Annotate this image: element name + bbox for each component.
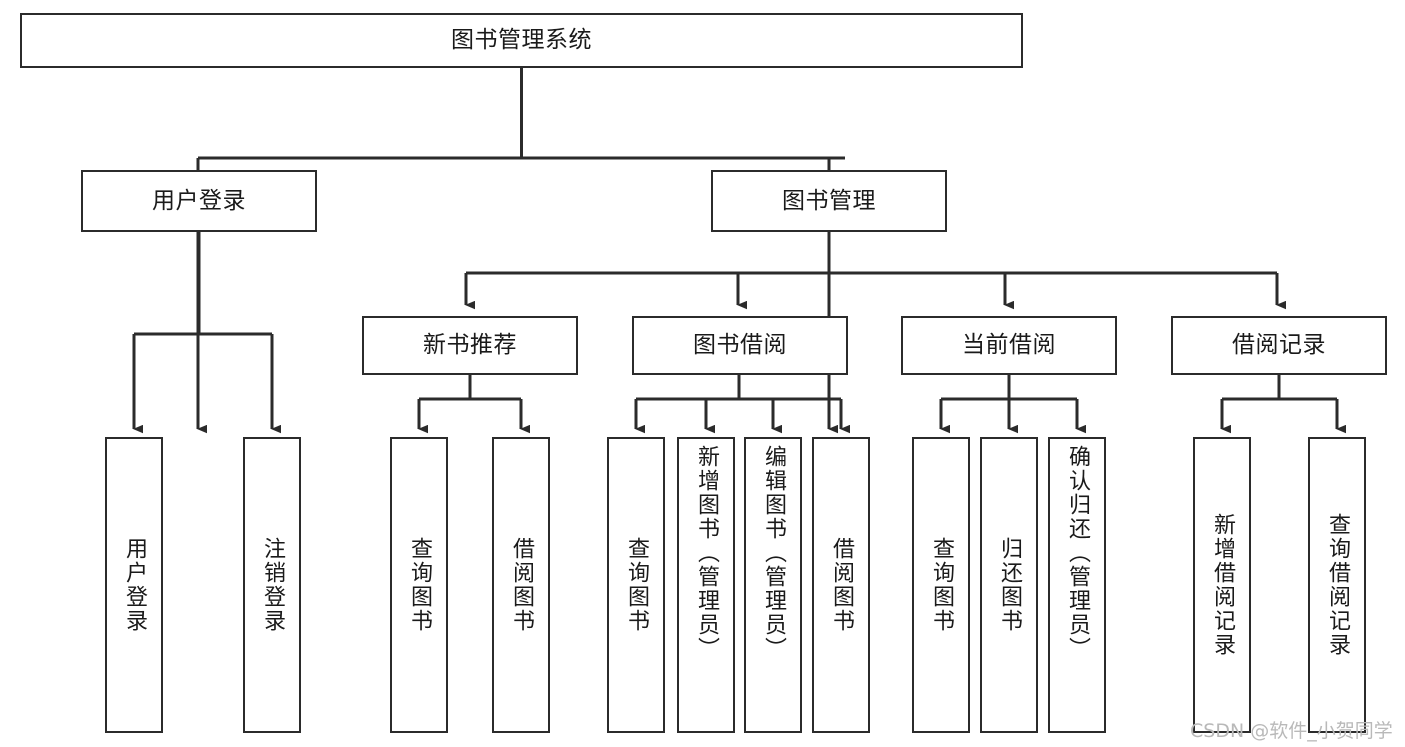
node-new-book-recommend[interactable]: 新书推荐 xyxy=(362,316,578,375)
node-leaf-borrow-book-1[interactable]: 借阅图书 xyxy=(492,437,550,733)
node-leaf-confirm-return[interactable]: 确认归还（管理员） xyxy=(1048,437,1106,733)
node-leaf-add-book-label: 新增图书（管理员） xyxy=(694,445,719,661)
node-borrow-record-label: 借阅记录 xyxy=(1232,332,1326,359)
node-book-borrow[interactable]: 图书借阅 xyxy=(632,316,848,375)
node-leaf-user-logout[interactable]: 注销登录 xyxy=(243,437,301,733)
node-leaf-user-login[interactable]: 用户登录 xyxy=(105,437,163,733)
node-leaf-return-book[interactable]: 归还图书 xyxy=(980,437,1038,733)
node-leaf-add-book[interactable]: 新增图书（管理员） xyxy=(677,437,735,733)
node-leaf-query-book-1-label: 查询图书 xyxy=(407,537,432,633)
node-user-login-label: 用户登录 xyxy=(152,187,246,214)
node-leaf-user-logout-label: 注销登录 xyxy=(260,537,285,633)
node-leaf-add-record[interactable]: 新增借阅记录 xyxy=(1193,437,1251,733)
node-root-system-label: 图书管理系统 xyxy=(451,27,592,54)
node-leaf-borrow-book-2[interactable]: 借阅图书 xyxy=(812,437,870,733)
node-leaf-query-record[interactable]: 查询借阅记录 xyxy=(1308,437,1366,733)
node-leaf-user-login-label: 用户登录 xyxy=(122,537,147,633)
node-leaf-borrow-book-2-label: 借阅图书 xyxy=(829,537,854,633)
node-leaf-query-book-3[interactable]: 查询图书 xyxy=(912,437,970,733)
node-leaf-query-book-1[interactable]: 查询图书 xyxy=(390,437,448,733)
node-leaf-edit-book-label: 编辑图书（管理员） xyxy=(761,445,786,661)
node-book-borrow-label: 图书借阅 xyxy=(693,332,787,359)
node-book-management[interactable]: 图书管理 xyxy=(711,170,947,232)
node-current-borrow-label: 当前借阅 xyxy=(962,332,1056,359)
node-leaf-edit-book[interactable]: 编辑图书（管理员） xyxy=(744,437,802,733)
node-leaf-query-record-label: 查询借阅记录 xyxy=(1325,513,1350,657)
node-leaf-confirm-return-label: 确认归还（管理员） xyxy=(1065,445,1090,661)
node-root-system[interactable]: 图书管理系统 xyxy=(20,13,1023,68)
node-leaf-return-book-label: 归还图书 xyxy=(997,537,1022,633)
node-user-login[interactable]: 用户登录 xyxy=(81,170,317,232)
node-book-management-label: 图书管理 xyxy=(782,187,876,214)
node-leaf-query-book-2-label: 查询图书 xyxy=(624,537,649,633)
node-leaf-borrow-book-1-label: 借阅图书 xyxy=(509,537,534,633)
node-leaf-add-record-label: 新增借阅记录 xyxy=(1210,513,1235,657)
node-borrow-record[interactable]: 借阅记录 xyxy=(1171,316,1387,375)
node-new-book-recommend-label: 新书推荐 xyxy=(423,332,517,359)
node-leaf-query-book-2[interactable]: 查询图书 xyxy=(607,437,665,733)
node-current-borrow[interactable]: 当前借阅 xyxy=(901,316,1117,375)
node-leaf-query-book-3-label: 查询图书 xyxy=(929,537,954,633)
